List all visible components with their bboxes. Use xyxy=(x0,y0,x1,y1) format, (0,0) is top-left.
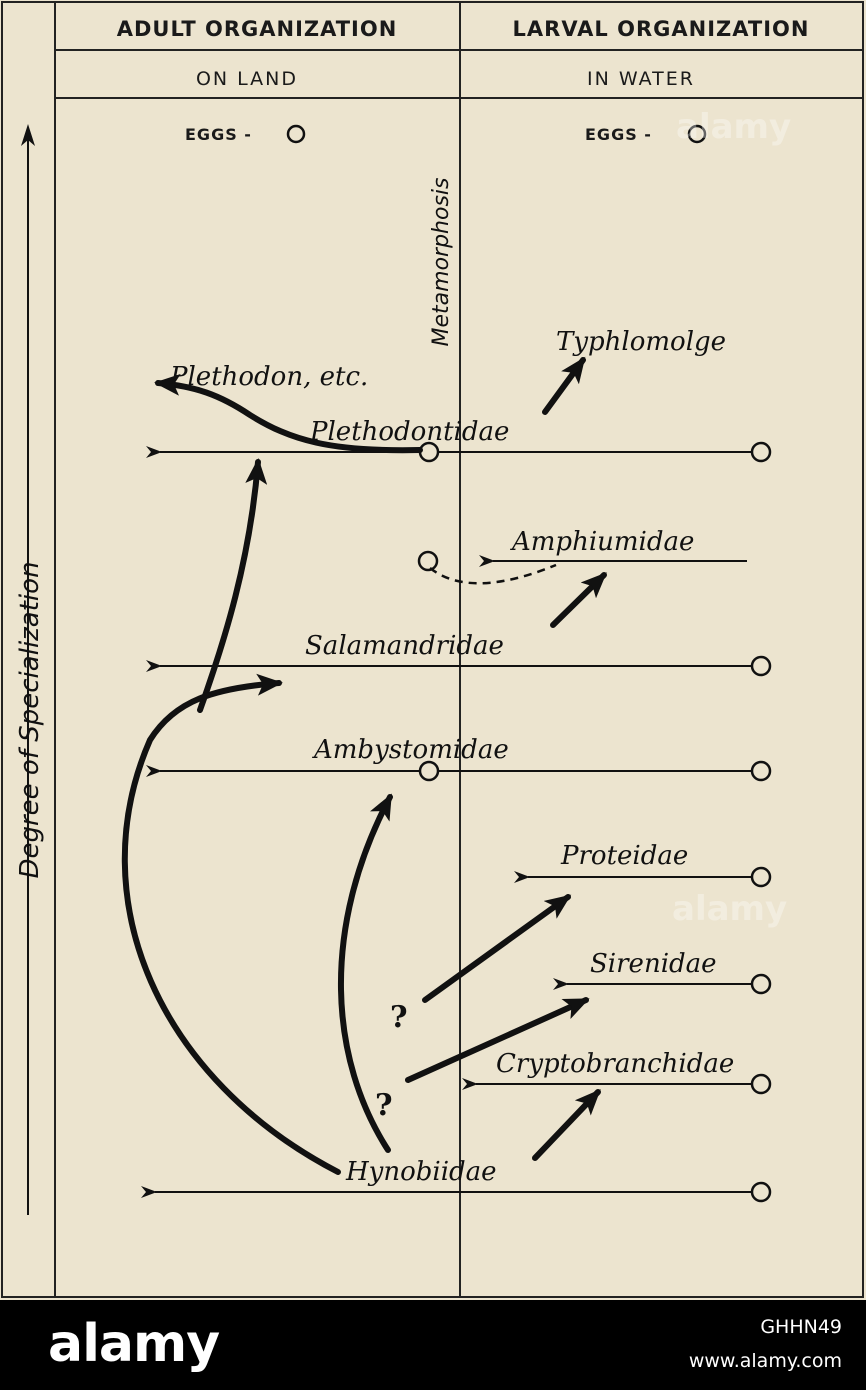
egg-proteidae-water xyxy=(750,866,772,888)
arrow-to-cryptobranchidae xyxy=(532,1089,601,1161)
phylogeny-diagram: ADULT ORGANIZATION LARVAL ORGANIZATION O… xyxy=(1,1,864,1298)
evolution-arrows xyxy=(121,356,607,1175)
brand-logo: alamy xyxy=(48,1314,220,1374)
arrow-to-typhlomolge xyxy=(542,356,586,415)
site-url: www.alamy.com xyxy=(688,1350,842,1372)
label-plethodon: Plethodon, etc. xyxy=(169,362,368,392)
axis-label-specialization: Degree of Specialization xyxy=(15,561,45,878)
egg-symbol-land xyxy=(286,124,306,144)
specialization-axis: Degree of Specialization xyxy=(15,124,45,1215)
egg-ambystomidae-water xyxy=(750,760,772,782)
egg-sirenidae-water xyxy=(750,973,772,995)
egg-ambystomidae-land xyxy=(418,760,440,782)
question-mark-proteidae: ? xyxy=(390,1000,408,1035)
egg-cryptobranchidae-water xyxy=(750,1073,772,1095)
watermark-mid: alamy xyxy=(672,889,787,929)
watermark-top: alamy xyxy=(676,107,791,147)
arrow-hynobiidae-to-salamandridae xyxy=(121,673,341,1175)
family-lines xyxy=(141,446,752,1198)
stock-footer: alamy GHHN49 www.alamy.com xyxy=(0,1300,866,1390)
egg-hynobiidae-water xyxy=(750,1181,772,1203)
egg-salamandridae-water xyxy=(750,655,772,677)
label-cryptobranchidae: Cryptobranchidae xyxy=(496,1049,734,1079)
arrow-to-proteidae xyxy=(422,894,572,1003)
egg-symbol-water xyxy=(687,124,707,144)
arrow-to-amphiumidae xyxy=(550,572,607,628)
arrow-hynobiidae-to-ambystomidae xyxy=(338,793,393,1153)
diagram-figure: ADULT ORGANIZATION LARVAL ORGANIZATION O… xyxy=(0,0,866,1300)
egg-markers xyxy=(417,441,772,1203)
image-id: GHHN49 xyxy=(760,1316,842,1338)
header-adult-organization: ADULT ORGANIZATION xyxy=(117,17,398,41)
egg-amphiumidae-land xyxy=(417,550,439,572)
label-amphiumidae: Amphiumidae xyxy=(510,527,694,557)
header-larval-organization: LARVAL ORGANIZATION xyxy=(513,17,810,41)
frame xyxy=(1,1,864,1298)
label-sirenidae: Sirenidae xyxy=(590,949,717,979)
label-plethodontidae: Plethodontidae xyxy=(309,417,509,447)
label-hynobiidae: Hynobiidae xyxy=(345,1157,497,1187)
arrow-to-sirenidae xyxy=(405,997,590,1083)
eggs-label-water: EGGS - xyxy=(585,125,652,144)
arrow-to-plethodontidae xyxy=(197,458,268,713)
label-ambystomidae: Ambystomidae xyxy=(312,735,509,765)
metamorphosis-label: Metamorphosis xyxy=(429,178,454,347)
label-proteidae: Proteidae xyxy=(560,841,688,871)
label-typhlomolge: Typhlomolge xyxy=(556,327,726,357)
egg-plethodontidae-water xyxy=(750,441,772,463)
eggs-label-land: EGGS - xyxy=(185,125,252,144)
header-on-land: ON LAND xyxy=(196,68,298,90)
header-in-water: IN WATER xyxy=(587,68,695,90)
amphiumidae-dashed-link xyxy=(429,563,557,585)
label-salamandridae: Salamandridae xyxy=(305,631,504,661)
question-mark-sirenidae: ? xyxy=(375,1088,393,1123)
arrow-to-plethodon xyxy=(154,373,423,454)
